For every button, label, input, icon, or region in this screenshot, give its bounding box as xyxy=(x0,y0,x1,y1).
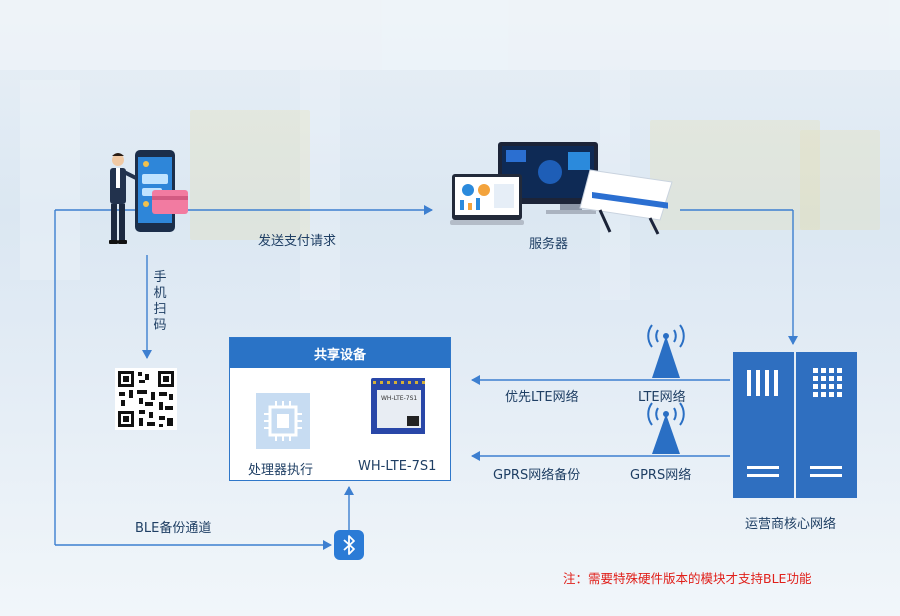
user-phone-icon xyxy=(109,150,188,244)
ble-note: 注：需要特殊硬件版本的模块才支持BLE功能 xyxy=(563,571,812,586)
label-ble-channel: BLE备份通道 xyxy=(135,521,212,536)
label-send-payment: 发送支付请求 xyxy=(258,234,337,249)
gprs-tower-icon xyxy=(647,402,685,454)
label-scan-phone: 手机扫码 xyxy=(153,270,167,333)
label-gprs-backup: GPRS网络备份 xyxy=(493,468,581,483)
bluetooth-icon xyxy=(334,530,364,560)
label-lte-network: LTE网络 xyxy=(638,390,686,405)
core-network-server-icon xyxy=(733,352,857,498)
label-priority-lte: 优先LTE网络 xyxy=(505,390,579,405)
module-chip-text: WH-LTE-7S1 xyxy=(381,395,417,402)
processor-label: 处理器执行 xyxy=(248,463,314,478)
shared-device-box: 共享设备 WH-LTE-7S1 处理器执行 WH-LTE-7S1 xyxy=(229,337,451,481)
lte-module-icon: WH-LTE-7S1 xyxy=(371,378,425,434)
label-operator-core: 运营商核心网络 xyxy=(745,517,837,532)
label-gprs-network: GPRS网络 xyxy=(630,468,692,483)
background-scene xyxy=(0,0,900,300)
qr-code-icon xyxy=(115,368,177,430)
module-label: WH-LTE-7S1 xyxy=(358,459,437,474)
shared-device-title: 共享设备 xyxy=(230,338,450,368)
server-dashboard-icon xyxy=(450,142,673,235)
lte-tower-icon xyxy=(647,324,685,378)
processor-chip-icon xyxy=(256,393,310,449)
label-server: 服务器 xyxy=(529,237,569,252)
